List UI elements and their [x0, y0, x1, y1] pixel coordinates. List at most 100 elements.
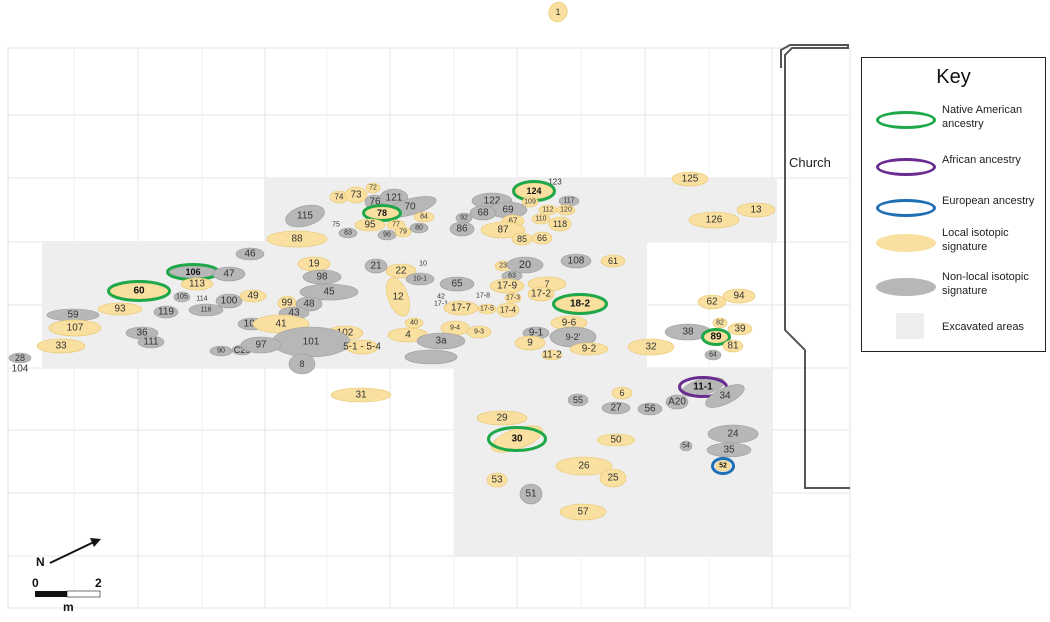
- burial-shape: [706, 442, 752, 458]
- burial-label: 102: [337, 328, 354, 339]
- burial-label: 63: [508, 273, 516, 280]
- burial-label: 86: [456, 224, 468, 235]
- burial-shape: [521, 196, 539, 208]
- burial-label: 122: [484, 196, 501, 207]
- burial-label: 112: [542, 207, 553, 214]
- burial-label: 88: [291, 234, 303, 245]
- burial-label: 3a: [435, 336, 447, 347]
- burial-label: 90: [217, 348, 225, 355]
- burial-shape: [466, 325, 492, 339]
- burial-label: 17-9: [497, 281, 517, 292]
- burial-shape: [567, 393, 589, 407]
- burial-label: 92: [460, 215, 468, 222]
- burial-label: 83: [344, 230, 352, 237]
- burial-label: 9-4: [450, 325, 460, 332]
- north-arrow: [49, 538, 101, 564]
- burial-label: 64: [709, 352, 717, 359]
- burial-shape: [235, 247, 265, 261]
- burial-shape: [36, 338, 86, 354]
- burial-label: 74: [335, 193, 344, 202]
- burial-label: 27: [610, 403, 622, 414]
- burial-label: C29: [234, 345, 251, 355]
- key-label-native: Native American ancestry: [942, 104, 1023, 130]
- burial-shape: [180, 277, 214, 291]
- burial-shape: [240, 336, 282, 354]
- burial-shape: [569, 342, 609, 356]
- burial-shape: [409, 222, 429, 234]
- burial-label: 53: [491, 475, 503, 486]
- scale-unit-label: m: [63, 600, 74, 614]
- burial-label: 116: [200, 307, 211, 314]
- burial-label: 11-2: [542, 350, 562, 361]
- burial-shape: [491, 425, 543, 453]
- african-ring-swatch: [876, 158, 936, 176]
- burial-label: 10: [419, 261, 427, 268]
- burial-shape: [697, 294, 727, 310]
- burial-label: 119: [158, 307, 174, 318]
- burial-label: 123: [548, 178, 562, 187]
- burial-label: 39: [734, 324, 746, 335]
- burial-label: 87: [497, 225, 509, 236]
- north-label: N: [36, 555, 45, 569]
- burial-label: 17-3: [506, 295, 520, 302]
- key-label-excavated: Excavated areas: [942, 321, 1024, 333]
- burial-shape: [601, 401, 631, 415]
- burial-label: 73: [350, 190, 362, 201]
- burial-shape: [8, 352, 32, 364]
- burial-shape: [188, 303, 224, 317]
- burial-label: A20: [668, 397, 686, 408]
- burial-shape: [330, 387, 392, 403]
- burial-label: 6: [619, 388, 624, 398]
- burial-label: 17-2: [531, 289, 551, 300]
- burial-shape: [611, 386, 633, 400]
- burial-label: 23: [499, 263, 507, 270]
- burial-label: 79: [399, 229, 407, 236]
- burial-label: 12: [392, 292, 404, 303]
- burial-shape: [377, 229, 397, 241]
- burial-shape: [439, 276, 475, 292]
- burial-label: 9: [527, 338, 533, 349]
- burial-label: 70: [404, 202, 416, 213]
- local-fill-swatch: [876, 234, 936, 252]
- burial-shape: [212, 266, 246, 282]
- burial-label: 4: [405, 330, 411, 341]
- burial-label: 35: [723, 445, 735, 456]
- burial-label: 29: [496, 413, 508, 424]
- burial-shape: [469, 205, 497, 221]
- key-item-african: African ancestry: [876, 150, 1046, 184]
- burial-shape: [541, 349, 563, 361]
- key-item-european: European ancestry: [876, 191, 1046, 225]
- burial-label: 72: [369, 185, 377, 192]
- burial-label: 20: [519, 259, 531, 271]
- burial-shape: [722, 339, 744, 353]
- burial-shape: [338, 227, 358, 239]
- burial-label: 82: [716, 320, 724, 327]
- burial-shape: [637, 402, 663, 416]
- burial-label: 67: [509, 217, 518, 226]
- burial-label: 9-3: [474, 329, 484, 336]
- burial-label: 98: [316, 272, 328, 283]
- burial-shape: [722, 288, 756, 304]
- key-item-nonlocal: Non-local isotopic signature: [876, 270, 1046, 304]
- burial-label: 38: [682, 327, 694, 338]
- burial-shape: [704, 349, 722, 361]
- burial-shape: [496, 302, 520, 318]
- burial-shape: [344, 186, 368, 204]
- burial-shape: [531, 213, 551, 225]
- burial-shape: [477, 303, 497, 315]
- burial-label: 22: [395, 266, 407, 277]
- burial-shape: [596, 433, 636, 447]
- burial-shape: [404, 317, 424, 329]
- burial-label: 56: [644, 404, 656, 415]
- burial-label: 106: [185, 267, 200, 277]
- burial-label: 94: [733, 291, 745, 302]
- burial-shape: [173, 291, 191, 303]
- burial-shape: [519, 483, 543, 505]
- burial-label: 10-1: [413, 276, 427, 283]
- burial-label: 30: [511, 434, 523, 445]
- native-ancestry-ring: [107, 280, 171, 302]
- burial-shape: [285, 204, 325, 228]
- burial-label: 9-1: [529, 328, 544, 339]
- burial-shape: [556, 204, 576, 216]
